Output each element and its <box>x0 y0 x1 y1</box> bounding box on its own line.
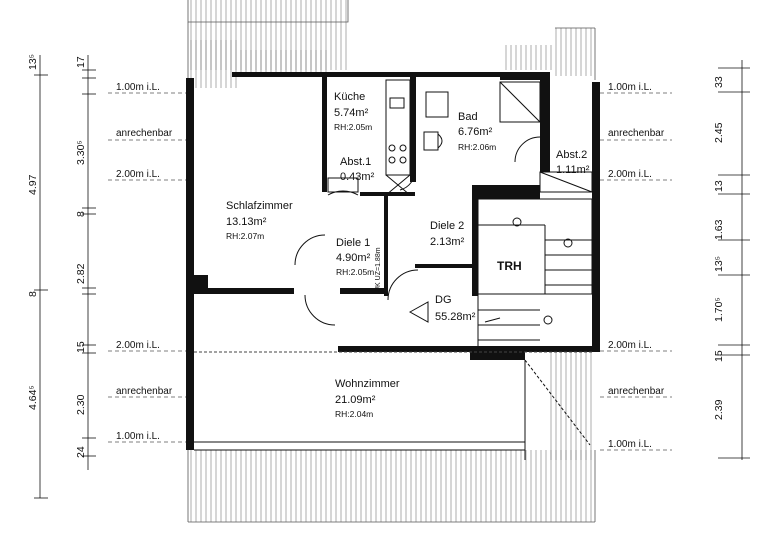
room-diele1-name: Diele 1 <box>336 237 370 249</box>
dim-left-outer-1: 4.64⁵ <box>27 385 39 410</box>
dim-right-2: 13 <box>713 180 725 192</box>
dim-left-inner-4: 2.82 <box>75 263 87 284</box>
room-bad-rh: RH:2.06m <box>458 142 496 152</box>
dim-left-inner-0: 13⁵ <box>27 54 39 70</box>
dim-right-3: 1.63 <box>713 219 725 240</box>
room-wohnzimmer-name: Wohnzimmer <box>335 378 400 390</box>
room-diele2-name: Diele 2 <box>430 220 464 232</box>
dim-right-4: 13⁵ <box>713 256 725 272</box>
dim-left-outer-0: 4.97 <box>27 174 39 195</box>
dim-left-inner-8: 24 <box>75 446 87 458</box>
level-right-4: anrechenbar <box>608 386 665 397</box>
dim-left-inner-5: 8 <box>27 291 39 297</box>
ukuz-label: UK UZ=1.88m <box>375 247 382 292</box>
level-left-4: anrechenbar <box>116 386 173 397</box>
room-wohnzimmer-rh: RH:2.04m <box>335 409 373 419</box>
level-lines <box>108 92 672 451</box>
room-bad-area: 6.76m² <box>458 126 493 138</box>
room-kueche-name: Küche <box>334 91 365 103</box>
room-labels: Schlafzimmer 13.13m² RH:2.07m Küche 5.74… <box>226 91 590 419</box>
level-left-5: 1.00m i.L. <box>116 431 160 442</box>
dim-right-1: 2.45 <box>713 122 725 143</box>
level-left-0: 1.00m i.L. <box>116 82 160 93</box>
level-left-3: 2.00m i.L. <box>116 340 160 351</box>
room-wohnzimmer-area: 21.09m² <box>335 394 376 406</box>
room-kueche-area: 5.74m² <box>334 107 369 119</box>
dim-left-inner-1: 17 <box>75 56 87 68</box>
level-labels-left: 1.00m i.L. anrechenbar 2.00m i.L. 2.00m … <box>116 82 173 442</box>
dimension-texts-right: 33 2.45 13 1.63 13⁵ 1.70⁵ 15 2.39 <box>713 76 725 420</box>
room-abst2-area: 1.11m² <box>556 164 590 176</box>
dim-right-7: 2.39 <box>713 399 725 420</box>
dim-right-0: 33 <box>713 76 725 88</box>
room-abst1-name: Abst.1 <box>340 156 371 168</box>
room-abst1-area: 0.43m² <box>340 171 375 183</box>
level-right-3: 2.00m i.L. <box>608 340 652 351</box>
level-right-1: anrechenbar <box>608 128 665 139</box>
room-dg-area: 55.28m² <box>435 311 476 323</box>
room-kueche-rh: RH:2.05m <box>334 122 372 132</box>
room-abst2-name: Abst.2 <box>556 149 587 161</box>
room-bad-name: Bad <box>458 111 478 123</box>
dim-left-inner-7: 2.30 <box>75 394 87 415</box>
room-schlafzimmer-name: Schlafzimmer <box>226 200 293 212</box>
room-schlafzimmer-rh: RH:2.07m <box>226 231 264 241</box>
level-left-2: 2.00m i.L. <box>116 169 160 180</box>
level-right-2: 2.00m i.L. <box>608 169 652 180</box>
dim-left-inner-2: 3.30⁵ <box>75 140 87 165</box>
room-diele1-rh: RH:2.05m <box>336 267 374 277</box>
room-diele1-area: 4.90m² <box>336 252 371 264</box>
dim-right-6: 15 <box>713 350 725 362</box>
dimension-lines <box>34 55 750 499</box>
room-schlafzimmer-area: 13.13m² <box>226 216 267 228</box>
walls <box>186 72 600 450</box>
dimension-texts-left: 4.97 4.64⁵ 13⁵ 17 3.30⁵ 8 2.82 8 15 2.30… <box>27 54 87 458</box>
dim-left-inner-6: 15 <box>75 341 87 353</box>
room-trh-name: TRH <box>497 259 522 273</box>
interior-lines <box>194 79 593 460</box>
level-right-0: 1.00m i.L. <box>608 82 652 93</box>
room-dg-name: DG <box>435 294 452 306</box>
room-diele2-area: 2.13m² <box>430 236 465 248</box>
level-labels-right: 1.00m i.L. anrechenbar 2.00m i.L. 2.00m … <box>608 82 665 450</box>
level-left-1: anrechenbar <box>116 128 173 139</box>
dim-left-inner-3: 8 <box>75 211 87 217</box>
dim-right-5: 1.70⁵ <box>713 297 725 322</box>
roof-hatching <box>188 0 595 522</box>
level-right-5: 1.00m i.L. <box>608 439 652 450</box>
